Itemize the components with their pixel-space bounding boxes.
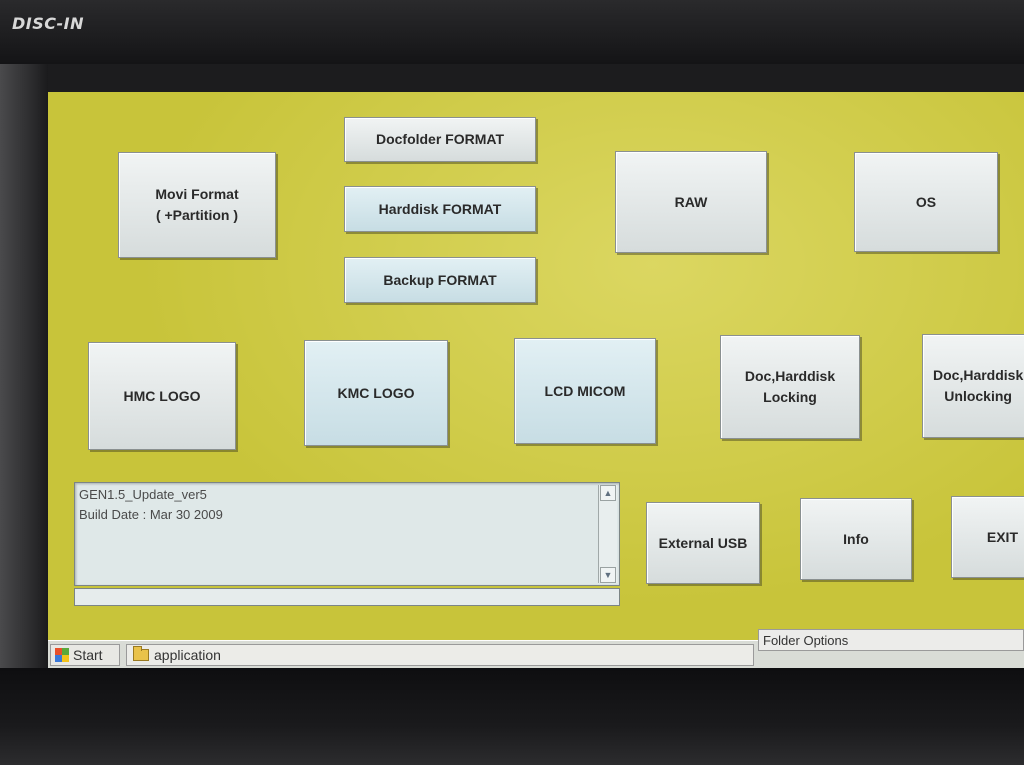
raw-label: RAW [674, 193, 708, 210]
os-label: OS [915, 193, 937, 210]
info-label: Info [843, 530, 869, 547]
backup-format-button[interactable]: Backup FORMAT [344, 257, 536, 303]
folder-options-item[interactable]: Folder Options [758, 629, 1024, 651]
flag-green [62, 648, 69, 655]
docfolder-format-label: Docfolder FORMAT [375, 131, 505, 147]
taskbar: Folder Options Start application [48, 629, 1024, 668]
scroll-up-arrow-icon[interactable]: ▲ [600, 485, 616, 501]
taskbar-app-application[interactable]: application [126, 644, 754, 666]
exit-label: EXIT [986, 528, 1018, 545]
external-usb-label: External USB [658, 534, 748, 551]
disc-in-label: DISC-IN [12, 14, 84, 33]
taskbar-app-label: application [154, 647, 221, 663]
flag-blue [55, 655, 62, 662]
windows-flag-icon [55, 648, 69, 662]
movi-format-label: Movi Format ( +Partition ) [155, 186, 239, 223]
device-bezel-left [0, 64, 48, 765]
start-label: Start [73, 647, 103, 663]
raw-button[interactable]: RAW [615, 151, 767, 253]
exit-button[interactable]: EXIT [951, 496, 1024, 578]
folder-options-label: Folder Options [763, 632, 849, 648]
docfolder-format-button[interactable]: Docfolder FORMAT [344, 117, 536, 162]
progress-bar [74, 588, 620, 606]
screen: Movi Format ( +Partition ) Docfolder FOR… [48, 92, 1024, 668]
info-button[interactable]: Info [800, 498, 912, 580]
log-line-version: GEN1.5_Update_ver5 [79, 487, 207, 502]
log-scrollbar[interactable]: ▲ ▼ [598, 485, 617, 583]
backup-format-label: Backup FORMAT [383, 271, 497, 288]
kmc-logo-button[interactable]: KMC LOGO [304, 340, 448, 446]
hmc-logo-button[interactable]: HMC LOGO [88, 342, 236, 450]
scroll-down-arrow-icon[interactable]: ▼ [600, 567, 616, 583]
device-bezel-bottom [0, 668, 1024, 765]
harddisk-format-button[interactable]: Harddisk FORMAT [344, 186, 536, 232]
folder-icon [133, 646, 149, 661]
device-bezel-top: DISC-IN [0, 0, 1024, 64]
lcd-micom-button[interactable]: LCD MICOM [514, 338, 656, 444]
log-line-build-date: Build Date : Mar 30 2009 [79, 507, 223, 522]
hmc-logo-label: HMC LOGO [123, 387, 201, 404]
flag-yellow [62, 655, 69, 662]
doc-harddisk-unlocking-button[interactable]: Doc,Harddisk Unlocking [922, 334, 1024, 438]
lcd-micom-label: LCD MICOM [544, 382, 626, 399]
doc-harddisk-unlocking-label: Doc,Harddisk Unlocking [933, 367, 1024, 404]
external-usb-button[interactable]: External USB [646, 502, 760, 584]
doc-harddisk-locking-label: Doc,Harddisk Locking [744, 368, 836, 405]
log-output-box[interactable]: GEN1.5_Update_ver5 Build Date : Mar 30 2… [74, 482, 620, 586]
movi-format-button[interactable]: Movi Format ( +Partition ) [118, 152, 276, 258]
doc-harddisk-locking-button[interactable]: Doc,Harddisk Locking [720, 335, 860, 439]
flag-red [55, 648, 62, 655]
harddisk-format-label: Harddisk FORMAT [378, 200, 502, 217]
kmc-logo-label: KMC LOGO [337, 384, 415, 401]
os-button[interactable]: OS [854, 152, 998, 252]
start-button[interactable]: Start [50, 644, 120, 666]
